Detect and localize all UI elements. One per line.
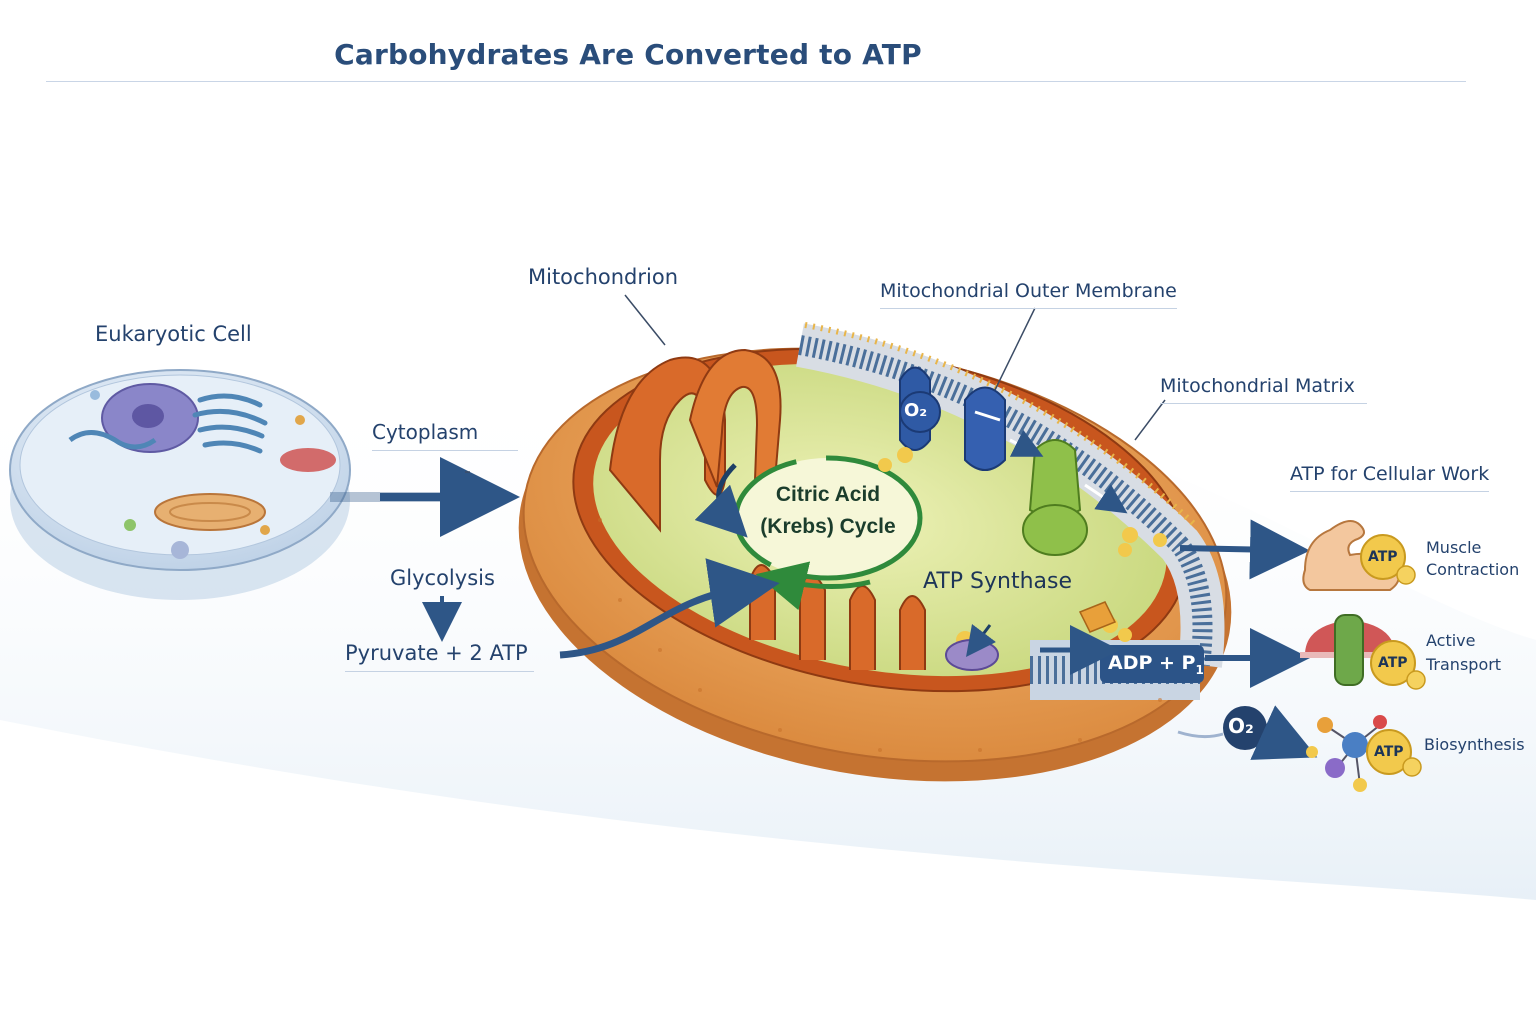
atp-badge-1: ATP: [1368, 549, 1398, 565]
use-transport-line2: Transport: [1426, 655, 1502, 674]
label-matrix: Mitochondrial Matrix: [1160, 375, 1367, 404]
o2-trail: [1177, 730, 1224, 739]
flow-arrows: [330, 410, 1318, 760]
leader-lines: [465, 294, 1166, 473]
label-glycolysis: Glycolysis: [390, 566, 495, 590]
label-atp-synthase: ATP Synthase: [923, 569, 1073, 594]
molecule-icon: [1306, 715, 1387, 792]
atp-badges: [1360, 534, 1426, 777]
adp-label-text: ADP + P: [1108, 652, 1196, 674]
diagram-title: Carbohydrates Are Converted to ATP: [334, 38, 922, 71]
label-mitochondrion: Mitochondrion: [528, 265, 679, 289]
title-divider: [46, 81, 1466, 82]
label-eukaryotic-cell: Eukaryotic Cell: [95, 322, 252, 346]
o2-inner-label: O₂: [904, 400, 928, 421]
use-biosynthesis-label: Biosynthesis: [1424, 735, 1525, 754]
adp-label: ADP + P1: [1108, 652, 1204, 677]
transport-protein-icon: [1300, 614, 1395, 686]
label-cytoplasm: Cytoplasm: [372, 420, 519, 451]
use-transport-line1: Active: [1426, 631, 1476, 650]
krebs-label-line2: (Krebs) Cycle: [760, 515, 896, 538]
label-pyruvate: Pyruvate + 2 ATP: [345, 641, 534, 672]
label-outer-membrane: Mitochondrial Outer Membrane: [880, 280, 1177, 309]
adp-label-box: [1100, 645, 1204, 683]
krebs-cycle-illustration: [694, 455, 923, 611]
atp-badge-3: ATP: [1374, 744, 1404, 760]
atp-badge-2: ATP: [1378, 655, 1408, 671]
label-cellular-work: ATP for Cellular Work: [1290, 463, 1490, 492]
use-muscle-line1: Muscle: [1426, 538, 1482, 557]
o2-outer-label: O₂: [1228, 714, 1254, 738]
krebs-label-line1: Citric Acid: [775, 483, 881, 506]
eukaryotic-cell-illustration: [9, 369, 351, 600]
o2-molecule-inner: [899, 391, 941, 433]
adp-label-subscript: 1: [1195, 662, 1204, 677]
use-muscle-line2: Contraction: [1426, 560, 1520, 579]
